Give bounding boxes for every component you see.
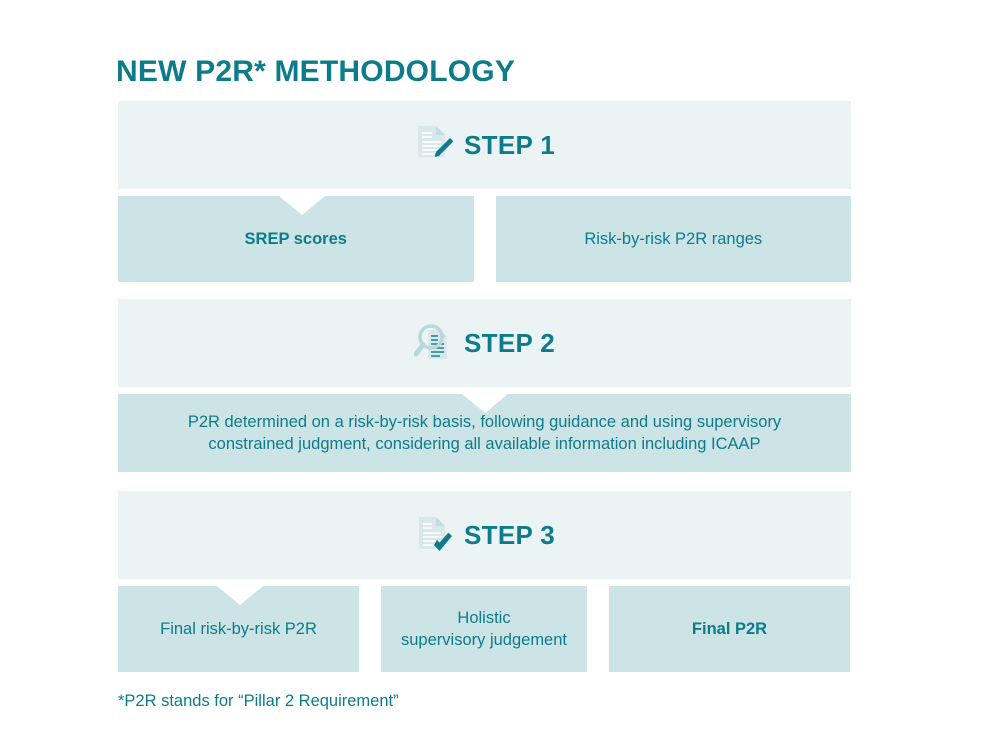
step-2-cell-0[interactable]: P2R determined on a risk-by-risk basis, … — [118, 394, 851, 472]
step-1-divider-0 — [473, 196, 496, 282]
magnifier-document-icon — [413, 322, 454, 364]
step-2-label: STEP 2 — [464, 328, 555, 358]
step-3-row: Final risk-by-risk P2R Holistic supervis… — [118, 586, 851, 672]
step-1-gap — [118, 189, 851, 196]
step-3-divider-0 — [359, 586, 381, 672]
step-1-header: STEP 1 — [118, 101, 851, 189]
step-group-2: STEP 2 P2R determined on a risk-by-risk … — [118, 299, 851, 472]
step-2-header: STEP 2 — [118, 299, 851, 387]
step-3-header-inner: STEP 3 — [414, 514, 555, 556]
step-3-cell-2-text: Final P2R — [691, 619, 768, 638]
step-2-cell-0-text: P2R determined on a risk-by-risk basis, … — [187, 412, 782, 453]
footnote: *P2R stands for “Pillar 2 Requirement” — [118, 692, 399, 710]
step-3-cell-1[interactable]: Holistic supervisory judgement — [381, 586, 587, 672]
step-3-cell-2[interactable]: Final P2R — [609, 586, 850, 672]
step-3-cell-1-text: Holistic supervisory judgement — [401, 608, 567, 649]
step-1-header-inner: STEP 1 — [414, 124, 555, 166]
step-1-cell-1[interactable]: Risk-by-risk P2R ranges — [495, 196, 851, 282]
step-3-header: STEP 3 — [118, 491, 851, 579]
step-1-notch — [279, 196, 325, 215]
step-3-cell-0-text: Final risk-by-risk P2R — [160, 619, 317, 638]
step-3-label: STEP 3 — [464, 520, 555, 550]
document-pencil-icon — [414, 124, 454, 166]
step-3-cell-0[interactable]: Final risk-by-risk P2R — [118, 586, 359, 672]
step-2-row: P2R determined on a risk-by-risk basis, … — [118, 394, 851, 472]
step-1-row: SREP scores Risk-by-risk P2R ranges — [118, 196, 851, 282]
step-2-gap — [118, 387, 851, 394]
step-1-label: STEP 1 — [464, 130, 555, 160]
step-group-1: STEP 1 SREP scores Risk-by-ris — [118, 101, 851, 282]
step-1-cell-0[interactable]: SREP scores — [118, 196, 474, 282]
step-2-header-inner: STEP 2 — [413, 322, 555, 364]
document-check-icon — [414, 514, 454, 556]
step-1-cell-0-text: SREP scores — [244, 229, 347, 248]
page-title: NEW P2R* METHODOLOGY — [116, 55, 516, 88]
step-3-divider-1 — [587, 586, 609, 672]
step-1-cell-1-text: Risk-by-risk P2R ranges — [584, 229, 763, 248]
step-3-notch — [217, 586, 263, 605]
step-3-gap — [118, 579, 851, 586]
step-group-3: STEP 3 Final risk-by-risk P2R — [118, 491, 851, 672]
